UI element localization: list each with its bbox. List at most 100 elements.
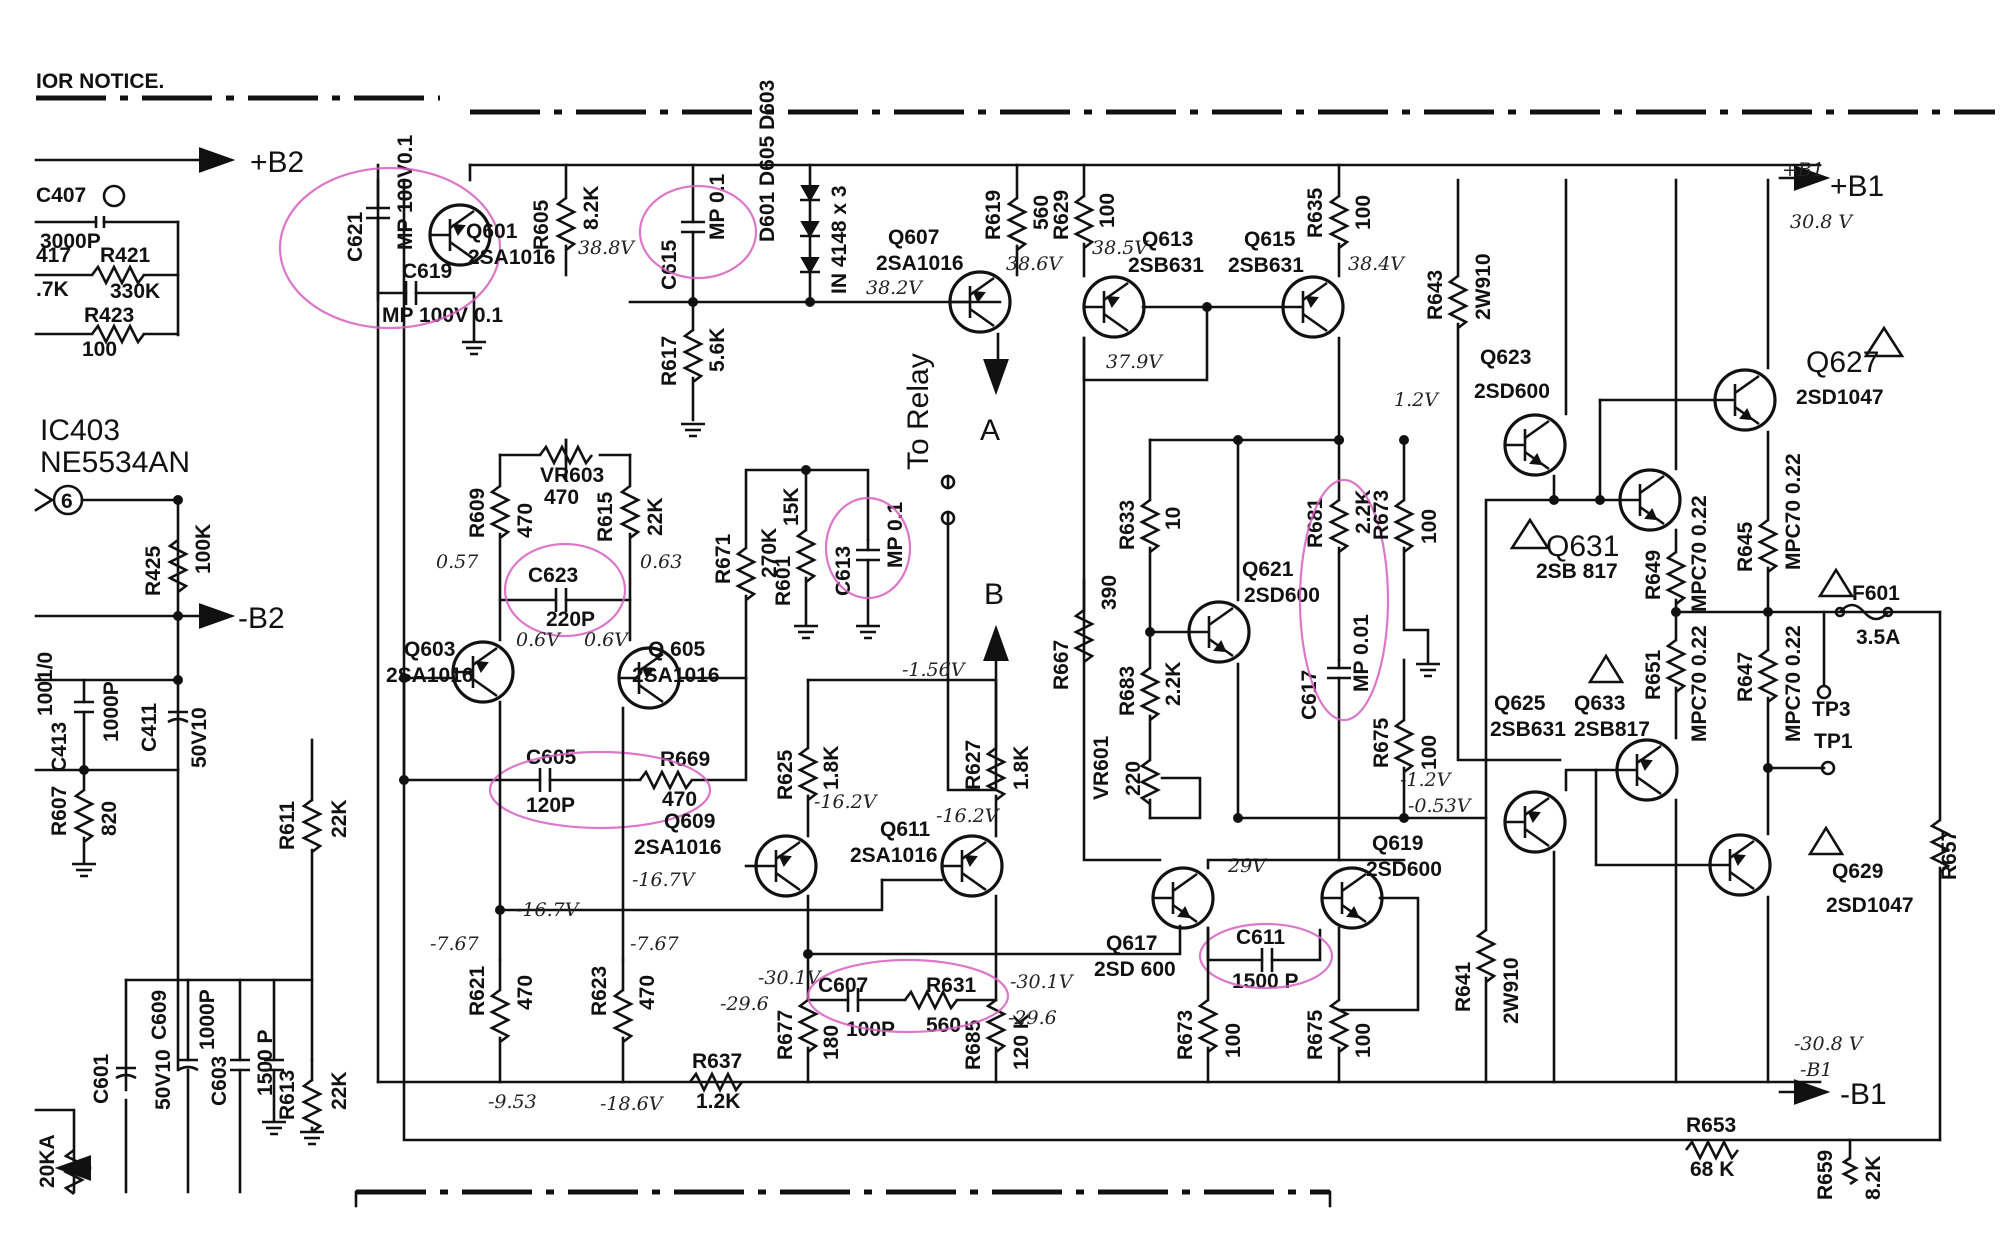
svg-text:417: 417 — [36, 244, 71, 267]
c601-label: C601 — [90, 1053, 113, 1104]
b1-neg-label: -B1 — [1840, 1078, 1887, 1111]
svg-text:-29.6: -29.6 — [720, 993, 769, 1015]
r647-value: MPC70 0.22 — [1782, 625, 1805, 742]
c605-label: C623 — [528, 564, 578, 587]
b1-pos-reading: 30.8 V — [1790, 211, 1854, 233]
q611-label: Q611 — [880, 818, 931, 841]
b2-pos-label: +B2 — [250, 146, 304, 179]
vr603-label: VR603 — [540, 464, 604, 487]
q621-part: 2SD600 — [1244, 584, 1320, 607]
r677-label: R631 — [926, 974, 977, 997]
svg-text:0.6V: 0.6V — [516, 629, 562, 651]
r421-value: 100 — [82, 338, 117, 361]
q623-label: Q623 — [1480, 346, 1531, 369]
q625-part: 2SB631 — [1490, 718, 1566, 741]
r605-label: R605 — [530, 199, 553, 250]
r423-value: 100K — [192, 524, 215, 574]
q631-label: Q629 — [1832, 860, 1883, 883]
r675-value: 100 — [1352, 1023, 1375, 1058]
r627-value: 120 K — [1010, 1014, 1033, 1070]
vr603-value: 470 — [544, 486, 579, 509]
svg-text:-29.6: -29.6 — [1008, 1007, 1057, 1029]
q603-label: Q603 — [404, 638, 455, 661]
q607-label: Q607 — [888, 226, 939, 249]
q627-part: 2SD1047 — [1796, 386, 1884, 409]
svg-text:1500 P: 1500 P — [254, 1029, 277, 1096]
q623-part: 2SD600 — [1474, 380, 1550, 403]
svg-text:-7.67: -7.67 — [630, 933, 680, 955]
r611-value: 470 — [514, 975, 537, 1010]
r609-value: 22K — [644, 497, 667, 536]
transistor-q627 — [1713, 368, 1777, 432]
q617-label: Q617 — [1106, 932, 1157, 955]
r619-label: R619 — [982, 190, 1005, 240]
r637-label: R633 — [1116, 500, 1139, 550]
r659-label: R659 — [1814, 1150, 1837, 1200]
r645-value: MPC70 0.22 — [1782, 453, 1805, 570]
svg-text:-18.6V: -18.6V — [600, 1093, 665, 1115]
pot-20ka: 20KA — [36, 1134, 59, 1188]
r669-label: R669 — [660, 748, 710, 771]
c411-value: 50V10 — [188, 707, 211, 768]
r651-label: R651 — [1642, 649, 1665, 700]
svg-text:1001/0: 1001/0 — [34, 652, 57, 716]
r653-value: 68 K — [1690, 1158, 1734, 1181]
svg-text:-16.7V: -16.7V — [516, 899, 581, 921]
svg-text:-B1: -B1 — [1800, 1059, 1832, 1081]
r681-label: R675 — [1370, 717, 1393, 768]
r623-label: R627 — [962, 740, 985, 790]
transistor-q611 — [940, 834, 1004, 898]
r627-label: R685 — [962, 1019, 985, 1070]
transistor-q621 — [1187, 600, 1251, 664]
transistor-q631 — [1708, 833, 1772, 897]
transistor-q617 — [1151, 866, 1215, 930]
r629-label: R629 — [1050, 190, 1073, 240]
to-relay-label: To Relay — [902, 353, 935, 470]
r651-value: MPC70 0.22 — [1688, 625, 1711, 742]
r643-label: R643 — [1424, 270, 1447, 320]
c603-label: C603 — [208, 1056, 231, 1106]
svg-text:+B1: +B1 — [1782, 159, 1824, 181]
feedback-network: R671 270K R601 15K C613 MP 0.1 — [712, 465, 912, 680]
q611-part: 2SA1016 — [850, 844, 938, 867]
c615-label: C615 — [658, 239, 681, 290]
c407-label: C407 — [36, 184, 86, 207]
q605-part: 2SA1016 — [632, 664, 720, 687]
diode-names: D601 D605 D603 — [756, 80, 779, 242]
r615-value: 270K — [758, 528, 781, 578]
r671-value: 15K — [780, 487, 803, 526]
r667-value: 2.2K — [1162, 662, 1185, 706]
input-stage-left: +B2 -B2 C407 3000P 417 .7K R421 330K R42… — [34, 146, 351, 1196]
svg-text:-1.56V: -1.56V — [902, 659, 967, 681]
r667-label: R683 — [1116, 666, 1139, 716]
r605-value: 8.2K — [580, 186, 603, 230]
transistor-q603 — [451, 640, 515, 704]
vas-stage: -1.56V R625 1.8K -16.2V R627 1.8K -16.2V… — [632, 659, 1182, 1113]
svg-text:38.6V: 38.6V — [1006, 253, 1064, 275]
r623-value: 1.8K — [1010, 746, 1033, 790]
tp3-label: TP3 — [1812, 698, 1851, 721]
r653-label: R653 — [1686, 1114, 1736, 1137]
q617-part: 2SD 600 — [1094, 958, 1176, 981]
r643-value: 2W910 — [1472, 253, 1495, 320]
output-upper: R643 2W910 Q623 2SD600 1.2V Q627 2SD1047… — [1394, 178, 1942, 856]
r603-label: R613 — [276, 1070, 299, 1120]
transistor-q633 — [1615, 738, 1679, 802]
vr601-label: VR601 — [1090, 735, 1113, 800]
r683-label: R673 — [1370, 490, 1393, 540]
svg-text:.7K: .7K — [36, 278, 69, 301]
q633-label: Q633 — [1574, 692, 1625, 715]
c411-label: C411 — [138, 703, 161, 752]
r683-value: 100 — [1418, 509, 1441, 544]
r685-label: R637 — [692, 1050, 742, 1073]
c623-value: 120P — [526, 794, 575, 817]
q601-stage: R605 8.2K 38.8V Q601 2SA1016 C615 MP 0.1… — [466, 80, 1002, 482]
ic403-label: IC403 — [40, 414, 120, 447]
c611-label: C611 — [1236, 926, 1285, 949]
c413-label: C413 — [48, 722, 71, 772]
r621-label: R625 — [774, 749, 797, 800]
c621-label: C621 — [344, 211, 367, 262]
svg-text:29V: 29V — [1227, 855, 1268, 877]
q609-label: Q609 — [664, 810, 715, 833]
q631-part: 2SD1047 — [1826, 894, 1914, 917]
